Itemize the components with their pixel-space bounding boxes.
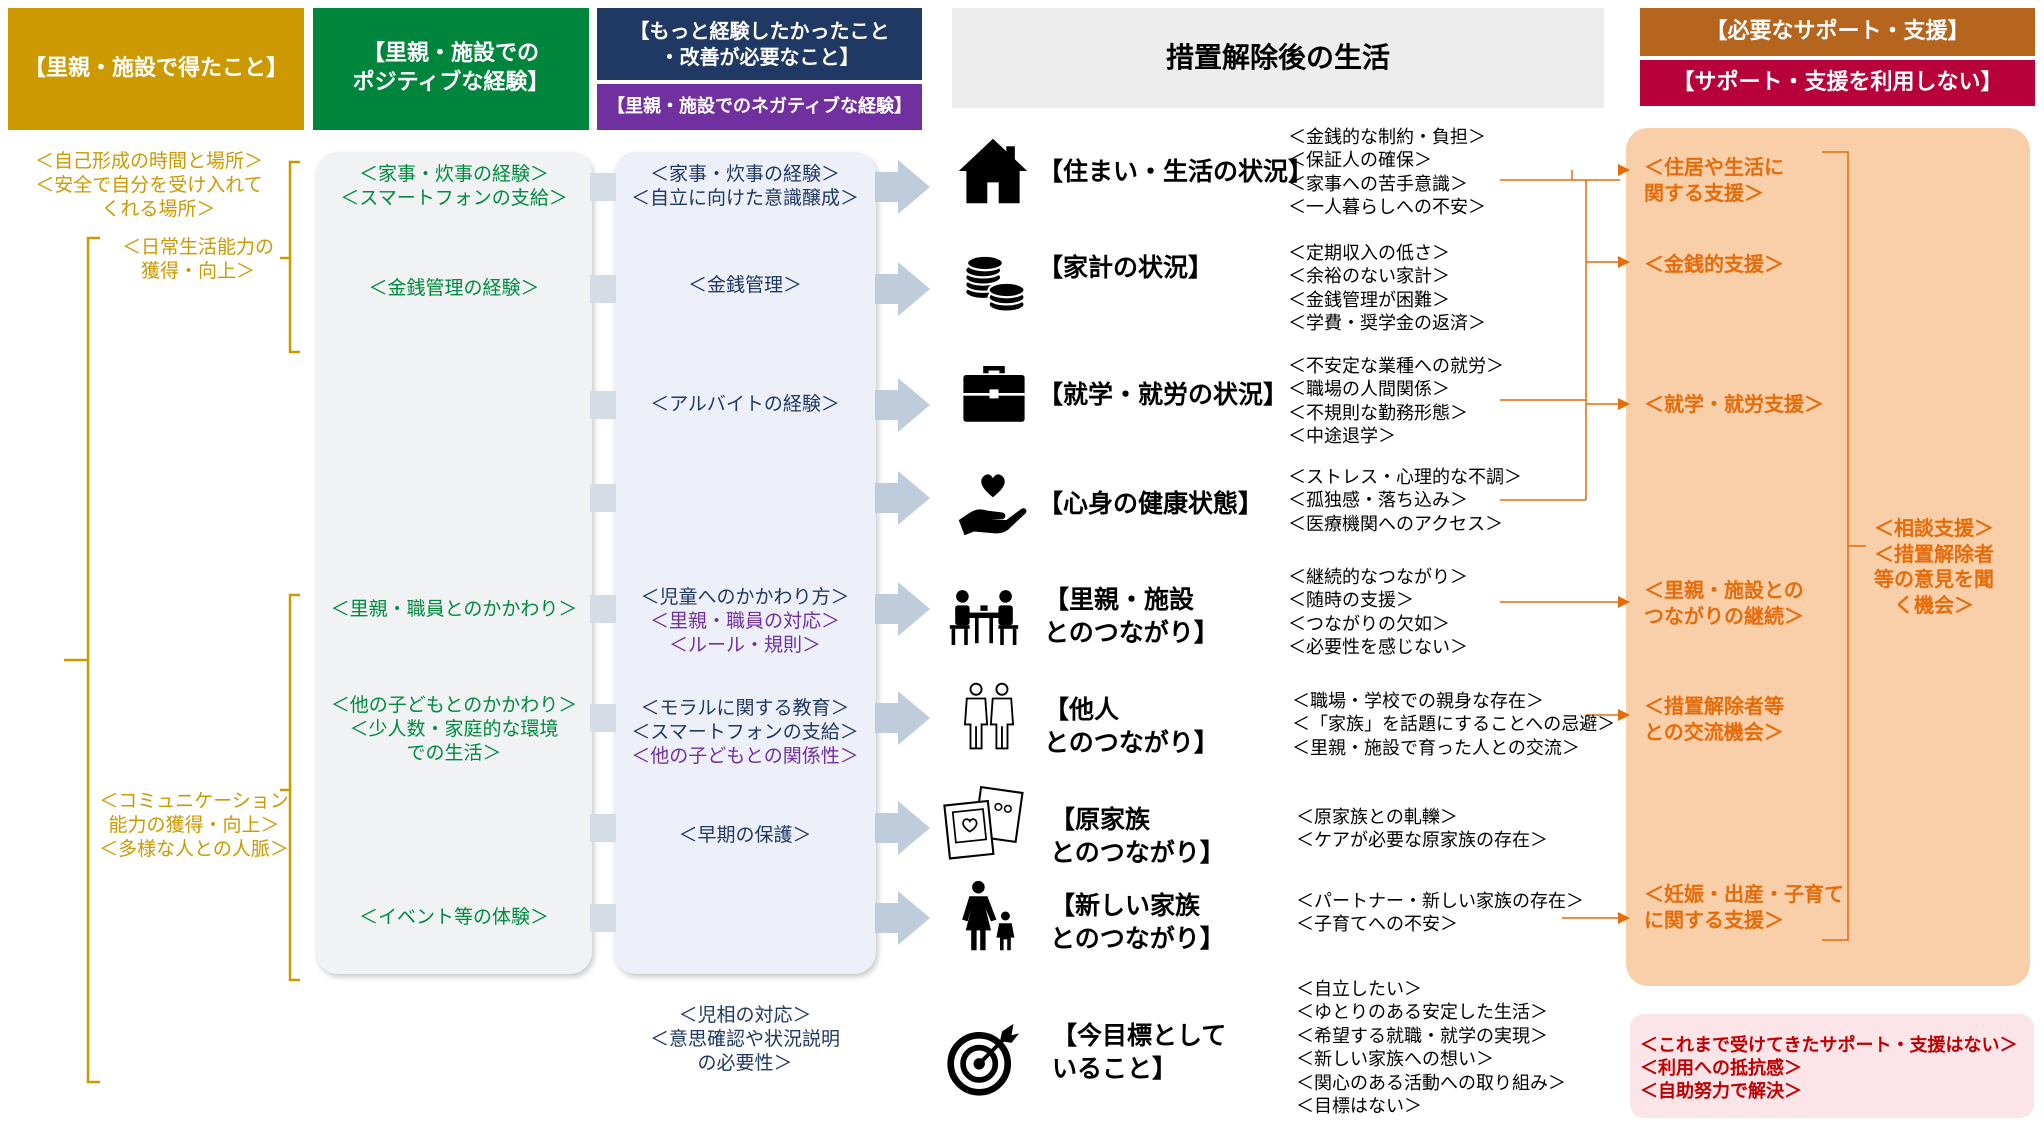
meeting-icon [949, 590, 1019, 645]
header-support-unused: 【サポート・支援を利用しない】 [1640, 60, 2035, 106]
negative-rules-line: ＜ルール・規則＞ [668, 633, 821, 656]
life-details-housing: ＜金銭的な制約・負担＞ ＜保証人の確保＞ ＜家事への苦手意識＞ ＜一人暮らしへの… [1288, 127, 1486, 219]
life-label-school-work: 【就学・就労の状況】 [1038, 380, 1289, 409]
negative-moral-line: ＜モラルに関する教育＞ [640, 697, 850, 719]
life-label-finances: 【家計の状況】 [1038, 253, 1214, 282]
heart-hand-icon [958, 474, 1027, 536]
positive-panel [316, 152, 592, 974]
negative-smartphone-line: ＜スマートフォンの支給＞ [631, 720, 859, 743]
life-label-health: 【心身の健康状態】 [1038, 489, 1264, 518]
support-housing: ＜住居や生活に 関する支援＞ [1644, 155, 1784, 205]
coins-icon [964, 254, 1026, 313]
life-label-goals: 【今目標として いること】 [1052, 1021, 1227, 1083]
negative-confirmation-line: ＜意思確認や状況説明 [649, 1027, 840, 1050]
life-label-foster-connection: 【里親・施設 とのつながり】 [1044, 585, 1219, 647]
negative-parttime-line: ＜アルバイトの経験＞ [650, 393, 840, 415]
life-label-new-family: 【新しい家族 とのつながり】 [1050, 891, 1225, 953]
life-label-others-connection: 【他人 とのつながり】 [1044, 695, 1219, 757]
header-gained: 【里親・施設で得たこと】 [8, 8, 304, 130]
negative-early-protection-line: ＜早期の保護＞ [678, 824, 812, 846]
header-positive-experience: 【里親・施設での ポジティブな経験】 [313, 8, 589, 130]
gained-daily-life-skills: ＜日常生活能力の 獲得・向上＞ [121, 236, 274, 282]
house-icon [958, 138, 1028, 204]
family-icon [962, 880, 1015, 951]
positive-item-events: ＜イベント等の体験＞ [358, 906, 549, 928]
negative-independence-line: ＜自立に向けた意識醸成＞ [630, 186, 859, 209]
negative-necessity-line: の必要性＞ [697, 1051, 793, 1074]
negative-panel [614, 152, 876, 974]
life-details-birth-family: ＜原家族との軋轢＞ ＜ケアが必要な原家族の存在＞ [1296, 807, 1548, 852]
positive-item-money: ＜金銭管理の経験＞ [368, 277, 540, 299]
negative-money-line: ＜金銭管理＞ [687, 274, 802, 296]
support-financial: ＜金銭的支援＞ [1644, 252, 1784, 276]
life-details-new-family: ＜パートナー・新しい家族の存在＞ ＜子育てへの不安＞ [1296, 891, 1584, 936]
gained-communication-skills: ＜コミュニケーション 能力の獲得・向上＞ ＜多様な人との人脈＞ [99, 790, 289, 860]
support-consultation: ＜相談支援＞ ＜措置解除者 等の意見を聞 く機会＞ [1874, 516, 1994, 617]
no-support-text: ＜これまで受けてきたサポート・支援はない＞ ＜利用への抵抗感＞ ＜自助努力で解決… [1640, 1035, 2018, 1103]
header-wish-improve: 【もっと経験したかったこと ・改善が必要なこと】 [597, 8, 922, 80]
negative-item-parttime: ＜アルバイトの経験＞ [614, 393, 876, 417]
positive-item-children-relationship: ＜他の子どもとのかかわり＞ ＜少人数・家庭的な環境 での生活＞ [330, 694, 578, 764]
negative-housework-line: ＜家事・炊事の経験＞ [649, 163, 840, 185]
target-icon [947, 1023, 1020, 1096]
header-negative-experience: 【里親・施設でのネガティブな経験】 [597, 84, 922, 130]
support-parenting: ＜妊娠・出産・子育て に関する支援＞ [1644, 882, 1844, 932]
negative-item-housework: ＜家事・炊事の経験＞ ＜自立に向けた意識醸成＞ [614, 163, 876, 211]
life-details-health: ＜ストレス・心理的な不調＞ ＜孤独感・落ち込み＞ ＜医療機関へのアクセス＞ [1288, 467, 1522, 535]
life-details-finances: ＜定期収入の低さ＞ ＜余裕のない家計＞ ＜金銭管理が困難＞ ＜学費・奨学金の返済… [1288, 243, 1486, 335]
life-details-goals: ＜自立したい＞ ＜ゆとりのある安定した生活＞ ＜希望する就職・就学の実現＞ ＜新… [1296, 979, 1566, 1117]
life-details-foster-connection: ＜継続的なつながり＞ ＜随時の支援＞ ＜つながりの欠如＞ ＜必要性を感じない＞ [1288, 567, 1468, 659]
support-exchange: ＜措置解除者等 との交流機会＞ [1644, 694, 1784, 744]
life-label-birth-family: 【原家族 とのつながり】 [1050, 805, 1225, 867]
negative-item-money: ＜金銭管理＞ [614, 274, 876, 298]
header-life-after-release: 措置解除後の生活 [952, 8, 1604, 108]
photos-icon [943, 786, 1024, 860]
negative-item-child-care: ＜児童へのかかわり方＞ ＜里親・職員の対応＞ ＜ルール・規則＞ [614, 586, 876, 657]
support-school-work: ＜就学・就労支援＞ [1644, 392, 1824, 416]
negative-item-moral: ＜モラルに関する教育＞ ＜スマートフォンの支給＞ ＜他の子どもとの関係性＞ [614, 697, 876, 768]
negative-item-child-guidance: ＜児相の対応＞ ＜意思確認や状況説明 の必要性＞ [614, 1004, 876, 1075]
people-icon [963, 682, 1015, 750]
negative-item-early-protection: ＜早期の保護＞ [614, 824, 876, 848]
negative-children-line: ＜他の子どもとの関係性＞ [631, 744, 859, 767]
positive-item-staff-relationship: ＜里親・職員とのかかわり＞ [330, 598, 578, 620]
header-support-needed: 【必要なサポート・支援】 [1640, 8, 2035, 56]
negative-child-care-line: ＜児童へのかかわり方＞ [640, 586, 850, 608]
positive-item-housework: ＜家事・炊事の経験＞ ＜スマートフォンの支給＞ [340, 163, 568, 209]
support-foster-continuation: ＜里親・施設との つながりの継続＞ [1644, 578, 1804, 628]
negative-child-guidance-line: ＜児相の対応＞ [678, 1004, 812, 1026]
negative-staff-response-line: ＜里親・職員の対応＞ [649, 609, 840, 632]
gained-self-formation: ＜自己形成の時間と場所＞ ＜安全で自分を受け入れて くれる場所＞ [34, 150, 263, 220]
no-support-panel [1630, 1014, 2034, 1118]
briefcase-icon [963, 366, 1025, 422]
life-details-school-work: ＜不安定な業種への就労＞ ＜職場の人間関係＞ ＜不規則な勤務形態＞ ＜中途退学＞ [1288, 356, 1504, 448]
life-label-housing: 【住まい・生活の状況】 [1038, 157, 1314, 186]
life-details-others-connection: ＜職場・学校での親身な存在＞ ＜「家族」を話題にすることへの忌避＞ ＜里親・施設… [1292, 691, 1616, 759]
